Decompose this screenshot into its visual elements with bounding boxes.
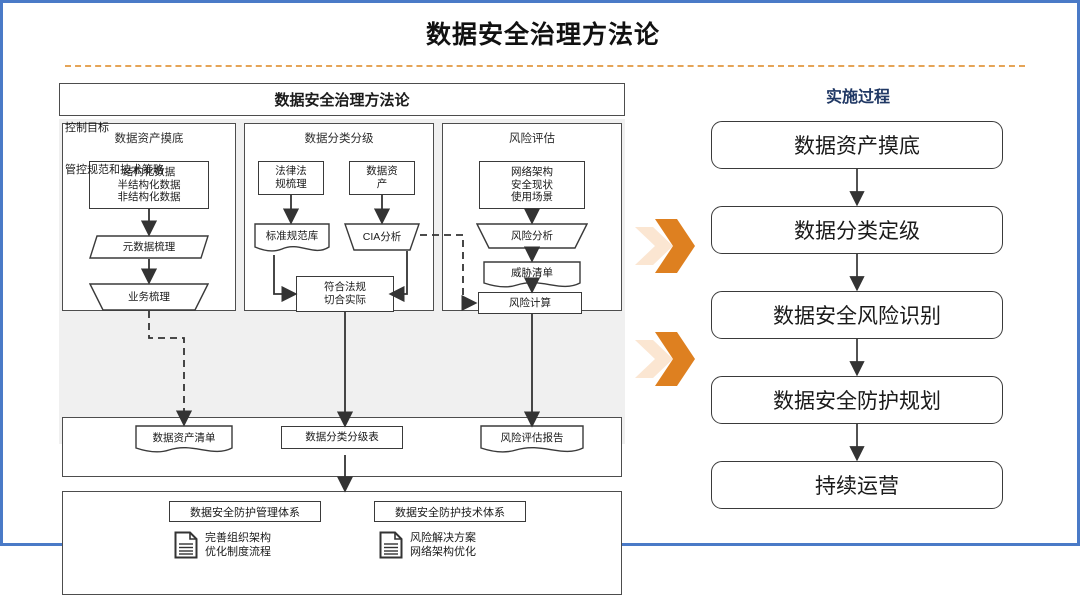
governance-standards-label: 管控规范和技术策略 bbox=[65, 164, 164, 176]
page-title: 数据安全治理方法论 bbox=[425, 21, 660, 49]
node-ctrl2: 数据分类分级表 bbox=[281, 426, 403, 449]
node-c3n2: 风险分析 bbox=[476, 223, 588, 249]
document-shape bbox=[254, 223, 330, 252]
node-ctrl3: 风险评估报告 bbox=[480, 425, 584, 455]
node-ctrl1: 数据资产清单 bbox=[135, 425, 233, 455]
column-title: 数据资产摸底 bbox=[114, 133, 184, 145]
node-label: 法律法规梳理 bbox=[275, 165, 307, 190]
methodology-diagram: 数据安全治理方法论 数据资产摸底 结构化数据半结构化数据非结构化数据 元数据梳理… bbox=[59, 83, 629, 595]
node-sys2: 数据安全防护技术体系 bbox=[374, 501, 526, 522]
governance-standards-row bbox=[62, 491, 622, 595]
control-target-label: 控制目标 bbox=[65, 122, 109, 134]
node-c2n3: 标准规范库 bbox=[254, 223, 330, 253]
node-label: 威胁清单 bbox=[511, 266, 553, 279]
step-box-4[interactable]: 数据安全防护规划 bbox=[711, 376, 1003, 424]
node-label: 符合法规切合实际 bbox=[324, 281, 366, 306]
trapezoid-shape bbox=[476, 223, 588, 249]
node-label: 结构化数据半结构化数据非结构化数据 bbox=[117, 165, 181, 204]
title-divider bbox=[65, 65, 1025, 67]
node-label: 风险计算 bbox=[509, 296, 551, 309]
parallelogram-shape bbox=[89, 235, 209, 259]
column-title: 风险评估 bbox=[509, 133, 555, 145]
document-shape bbox=[480, 425, 584, 453]
node-label: 风险分析 bbox=[511, 229, 553, 242]
diagram-header: 数据安全治理方法论 bbox=[59, 83, 625, 116]
node-c2n5: 符合法规切合实际 bbox=[296, 276, 394, 312]
node-c1n3: 业务梳理 bbox=[89, 283, 209, 311]
node-c2n2: 数据资产 bbox=[349, 161, 415, 195]
node-label: 数据资产 bbox=[366, 165, 398, 190]
node-label: 网络架构安全现状使用场景 bbox=[511, 165, 553, 204]
trapezoid-shape bbox=[344, 223, 420, 251]
document-shape bbox=[483, 261, 581, 288]
detail-item-2: 风险解决方案网络架构优化 bbox=[379, 531, 476, 560]
node-label: 数据资产清单 bbox=[152, 431, 216, 444]
document-icon bbox=[174, 531, 198, 559]
node-c2n4: CIA分析 bbox=[344, 223, 420, 251]
double-chevron-right-icon-lower bbox=[635, 332, 695, 386]
node-label: 标准规范库 bbox=[265, 229, 319, 242]
step-box-5[interactable]: 持续运营 bbox=[711, 461, 1003, 509]
implementation-process-panel: 实施过程 数据资产摸底 数据分类定级 数据安全风险识别 数据安全防护规划 持续运… bbox=[693, 83, 1023, 523]
document-icon bbox=[379, 531, 403, 559]
trapezoid-shape bbox=[89, 283, 209, 311]
step-box-2[interactable]: 数据分类定级 bbox=[711, 206, 1003, 254]
node-label: 数据分类分级表 bbox=[305, 431, 379, 444]
double-chevron-right-icon-upper bbox=[635, 219, 695, 273]
detail-text: 风险解决方案网络架构优化 bbox=[410, 532, 476, 559]
node-label: CIA分析 bbox=[362, 230, 402, 243]
node-label: 业务梳理 bbox=[128, 290, 170, 303]
node-c3n1: 网络架构安全现状使用场景 bbox=[479, 161, 585, 209]
node-sys1: 数据安全防护管理体系 bbox=[169, 501, 321, 522]
node-label: 元数据梳理 bbox=[122, 240, 176, 253]
node-c2n1: 法律法规梳理 bbox=[258, 161, 324, 195]
column-title: 数据分类分级 bbox=[304, 133, 374, 145]
implementation-process-title: 实施过程 bbox=[825, 89, 890, 106]
detail-text: 完善组织架构优化制度流程 bbox=[205, 532, 271, 559]
step-box-1[interactable]: 数据资产摸底 bbox=[711, 121, 1003, 169]
node-c1n2: 元数据梳理 bbox=[89, 235, 209, 259]
step-box-3[interactable]: 数据安全风险识别 bbox=[711, 291, 1003, 339]
node-label: 风险评估报告 bbox=[500, 431, 564, 444]
detail-item-1: 完善组织架构优化制度流程 bbox=[174, 531, 271, 560]
node-c3n3: 威胁清单 bbox=[483, 261, 581, 289]
node-c3n4: 风险计算 bbox=[478, 292, 582, 314]
document-shape bbox=[135, 425, 233, 453]
node-c1n1: 结构化数据半结构化数据非结构化数据 bbox=[89, 161, 209, 209]
